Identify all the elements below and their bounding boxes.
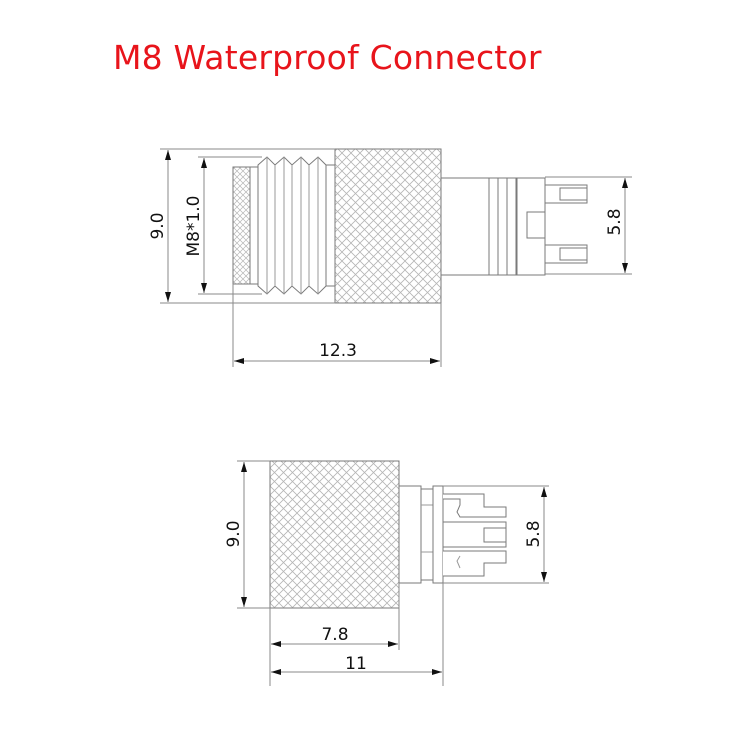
dim-bottom-diameter: 9.0: [224, 520, 244, 547]
dim-knurl-length: 7.8: [321, 625, 348, 645]
dim-top-diameter: 9.0: [148, 212, 168, 239]
bottom-view: 9.0 5.8 7.8 11: [224, 460, 549, 686]
thread-section: [257, 156, 336, 295]
dim-top-length: 12.3: [319, 341, 357, 361]
top-view: 9.0 M8*1.0 5.8 12.3: [148, 148, 632, 367]
dim-top-pin-width: 5.8: [605, 208, 625, 235]
dim-bottom-pin-width: 5.8: [524, 520, 544, 547]
dim-thread: M8*1.0: [184, 195, 204, 256]
knurled-body: [269, 460, 400, 609]
knurled-nut: [334, 148, 442, 304]
diagram-title: M8 Waterproof Connector: [113, 38, 542, 77]
dim-total-length: 11: [345, 654, 367, 674]
